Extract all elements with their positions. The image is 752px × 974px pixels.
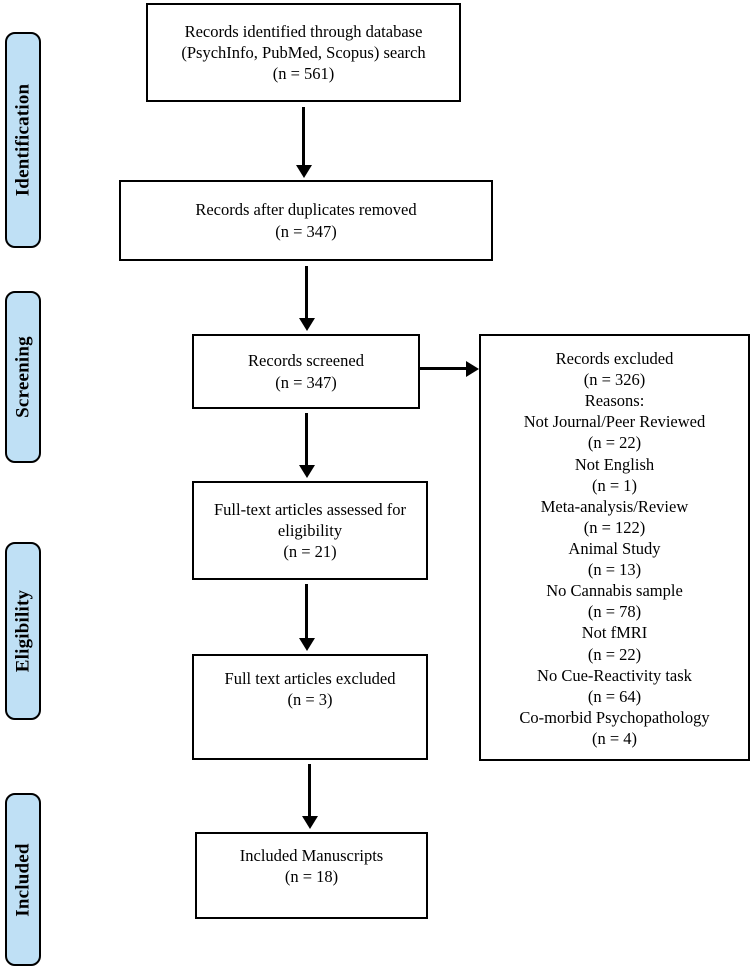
box-records-screened-text: Records screened (n = 347) xyxy=(248,351,364,392)
phase-included: Included xyxy=(5,793,41,966)
phase-eligibility-label: Eligibility xyxy=(12,589,34,673)
box-records-after-duplicates: Records after duplicates removed (n = 34… xyxy=(119,180,493,261)
arrow-screened-to-excluded xyxy=(420,367,467,370)
box-full-text-excluded-text: Full text articles excluded (n = 3) xyxy=(224,669,396,710)
arrow-screened-to-fulltext xyxy=(305,413,308,466)
box-records-excluded: Records excluded (n = 326) Reasons: Not … xyxy=(479,334,750,761)
box-records-after-duplicates-text: Records after duplicates removed (n = 34… xyxy=(195,200,417,241)
phase-included-label: Included xyxy=(12,842,34,917)
phase-identification: Identification xyxy=(5,32,41,248)
box-records-screened: Records screened (n = 347) xyxy=(192,334,420,409)
phase-identification-label: Identification xyxy=(12,83,34,197)
arrow-fulltext-to-excluded-head xyxy=(298,638,315,651)
arrow-screened-to-excluded-head xyxy=(466,360,479,377)
phase-eligibility: Eligibility xyxy=(5,542,41,720)
arrow-identified-to-duplicates xyxy=(302,107,305,167)
arrow-duplicates-to-screened xyxy=(305,266,308,319)
box-full-text-excluded: Full text articles excluded (n = 3) xyxy=(192,654,428,760)
arrow-excluded-to-included-head xyxy=(301,816,318,829)
box-full-text-assessed: Full-text articles assessed for eligibil… xyxy=(192,481,428,580)
box-records-identified: Records identified through database (Psy… xyxy=(146,3,461,102)
arrow-identified-to-duplicates-head xyxy=(295,165,312,178)
phase-screening: Screening xyxy=(5,291,41,463)
box-records-identified-text: Records identified through database (Psy… xyxy=(181,21,426,84)
arrow-screened-to-fulltext-head xyxy=(298,465,315,478)
box-included-manuscripts-text: Included Manuscripts (n = 18) xyxy=(239,846,384,887)
arrow-fulltext-to-excluded xyxy=(305,584,308,639)
arrow-excluded-to-included xyxy=(308,764,311,817)
box-records-excluded-text: Records excluded (n = 326) Reasons: Not … xyxy=(519,349,710,748)
box-included-manuscripts: Included Manuscripts (n = 18) xyxy=(195,832,428,919)
box-full-text-assessed-text: Full-text articles assessed for eligibil… xyxy=(214,499,406,562)
phase-screening-label: Screening xyxy=(12,336,34,418)
arrow-duplicates-to-screened-head xyxy=(298,318,315,331)
